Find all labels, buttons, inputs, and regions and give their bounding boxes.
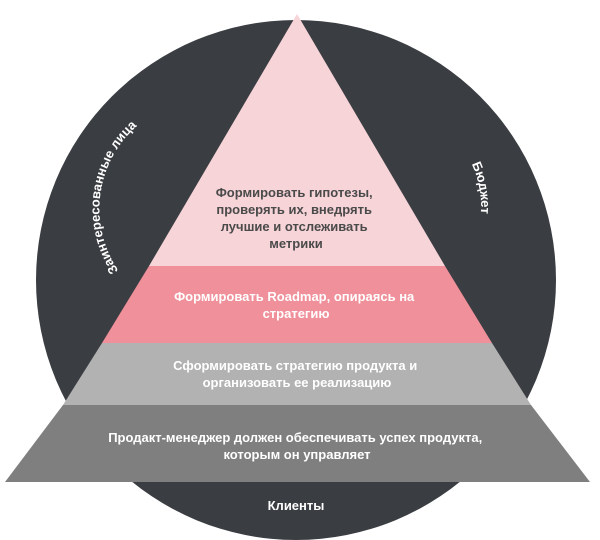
pyramid-tier-2 bbox=[102, 266, 492, 343]
tier-4-text: Продакт-менеджер должен обеспечивать усп… bbox=[108, 430, 486, 462]
pyramid-tier-1 bbox=[149, 14, 445, 266]
tier-2-text: Формировать Roadmap, опираясь на стратег… bbox=[174, 289, 418, 321]
ring-label-clients: Клиенты bbox=[268, 498, 325, 513]
pyramid-tier-3 bbox=[63, 343, 531, 405]
tier-1-text: Формировать гипотезы, проверять их, внед… bbox=[216, 185, 377, 251]
tier-3-text: Сформировать стратегию продукта и органи… bbox=[173, 358, 421, 390]
pyramid-tier-4 bbox=[5, 405, 590, 482]
